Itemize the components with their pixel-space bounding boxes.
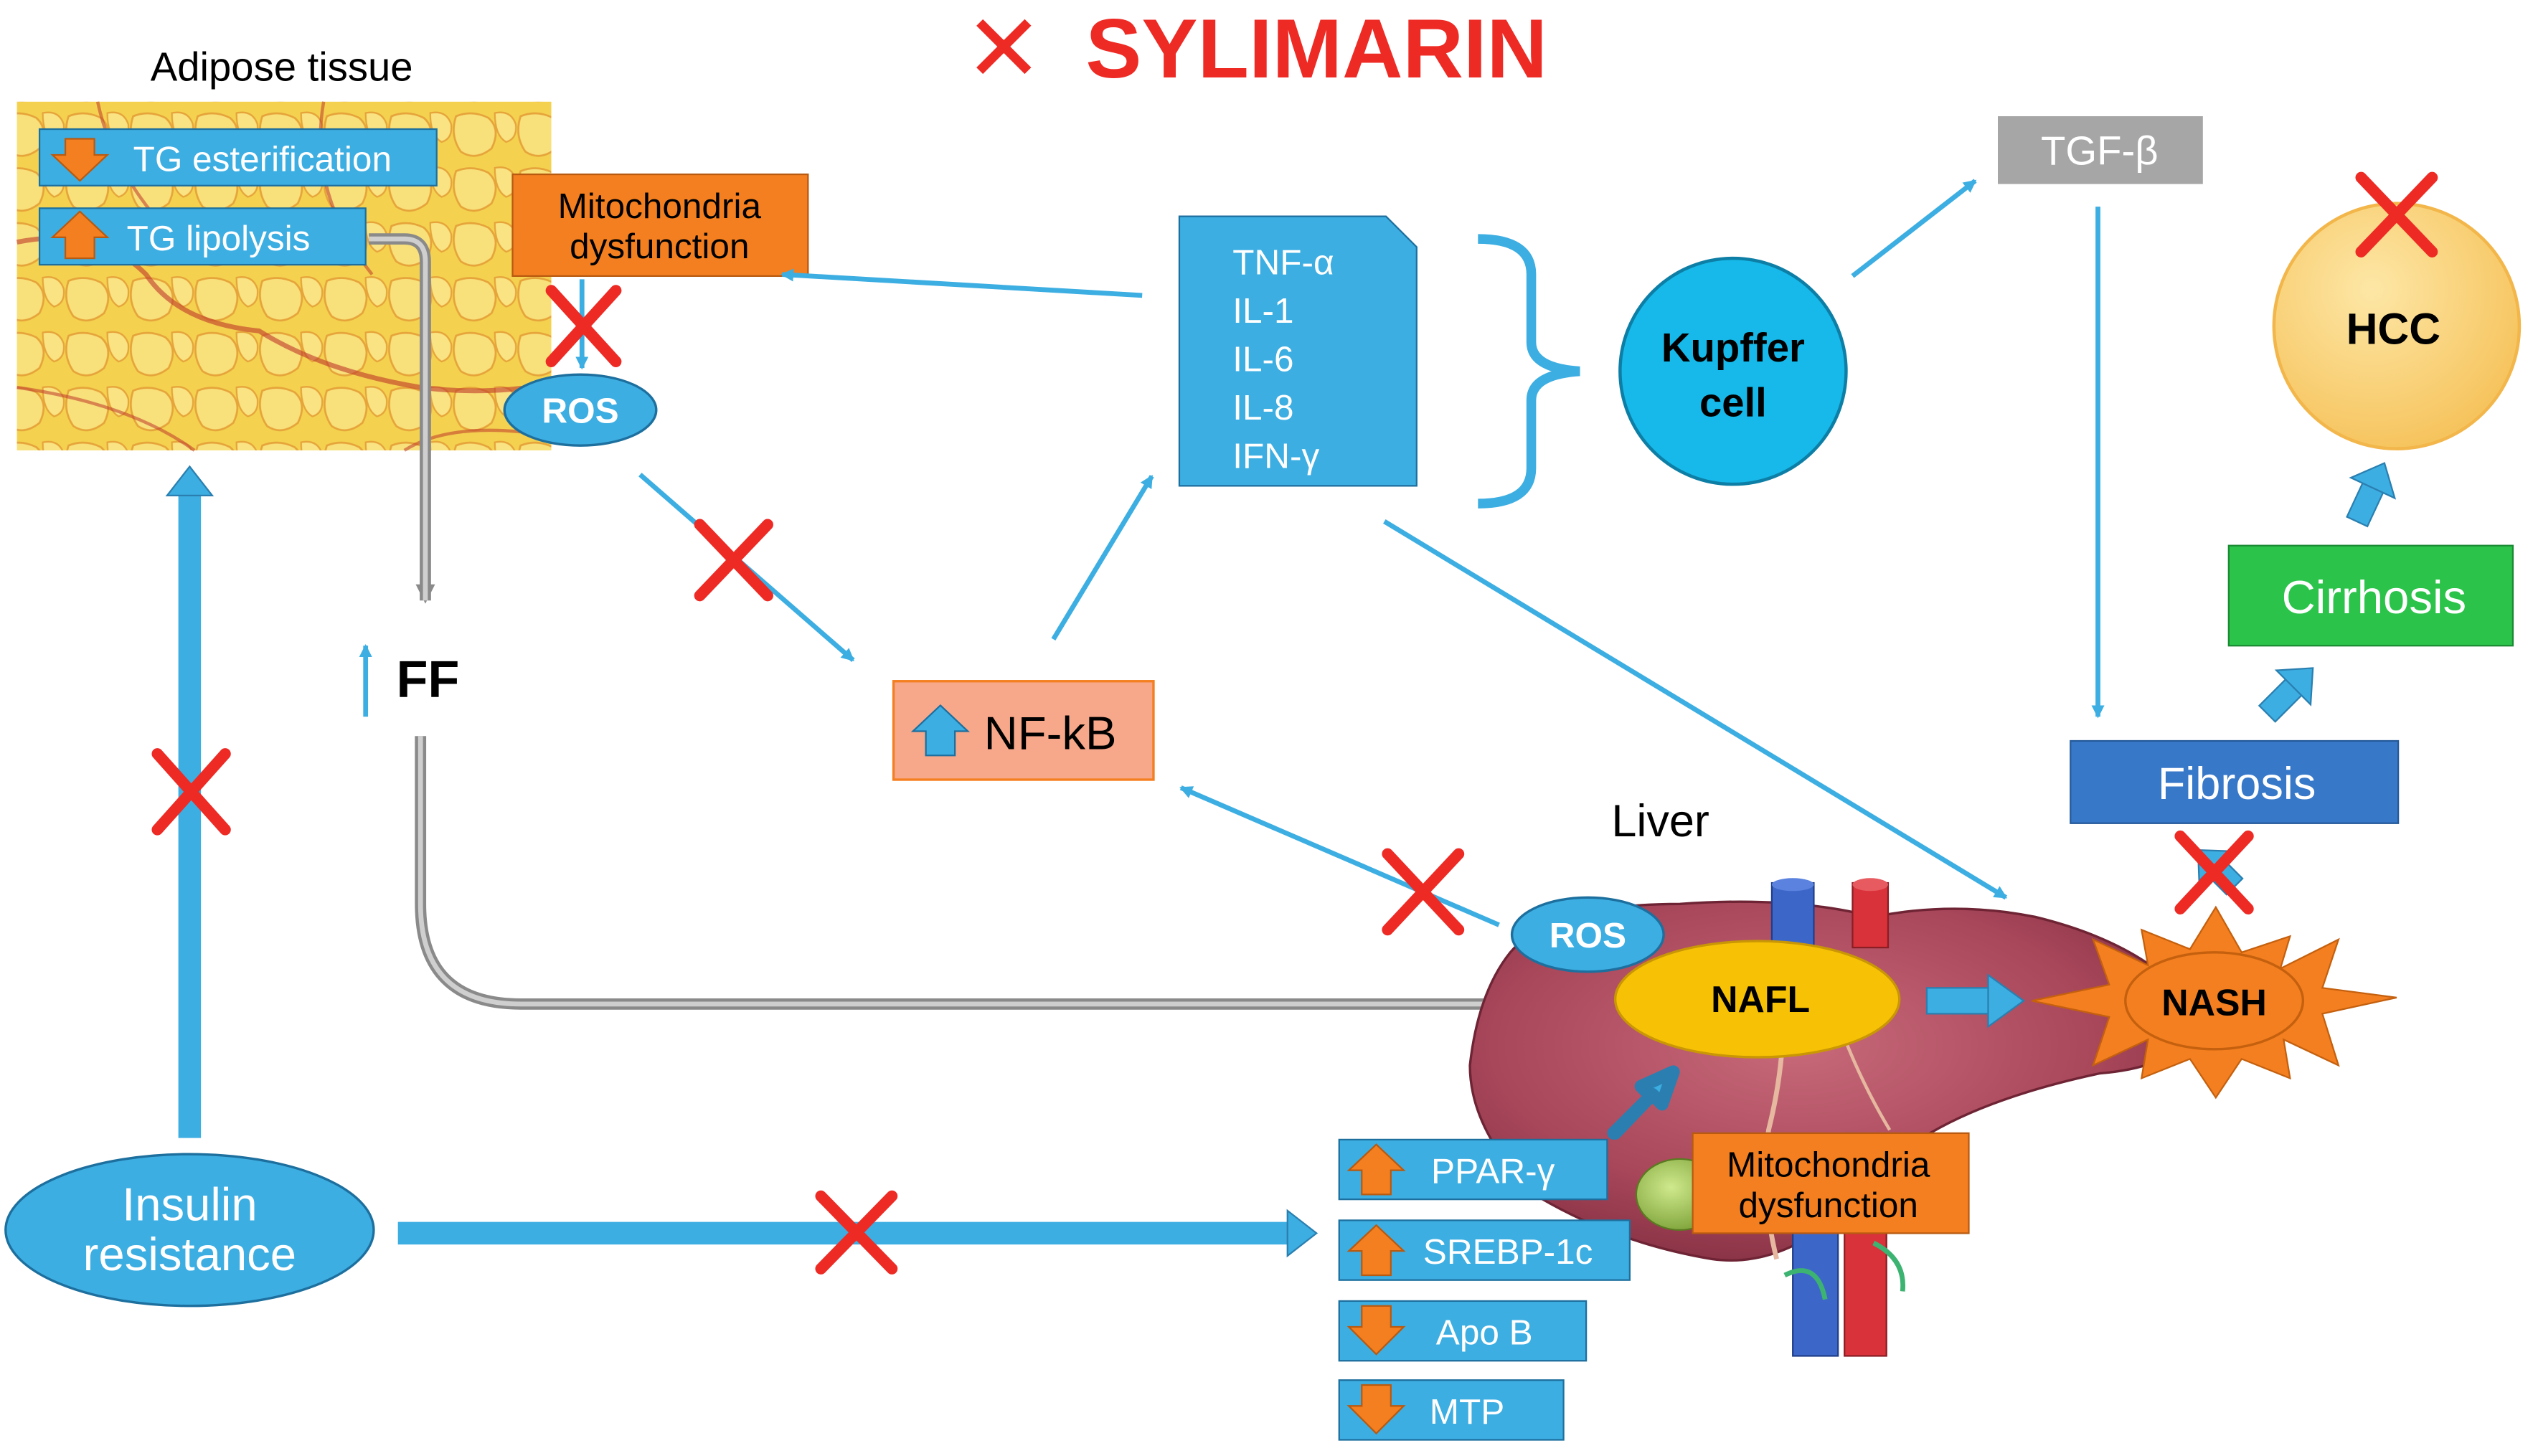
ros-liver-label: ROS xyxy=(1549,916,1626,955)
down-arrow-icon xyxy=(50,138,110,182)
genes-to-nafl-arrow xyxy=(1607,1065,1680,1140)
cross-icon-insulin-genes xyxy=(815,1190,898,1275)
cross-icon-insulin-adipose xyxy=(151,748,231,836)
mitochondria-top-line2: dysfunction xyxy=(570,227,749,266)
tg-esterification-box: TG esterification xyxy=(38,128,438,186)
gene-mtp-label: MTP xyxy=(1430,1392,1505,1432)
gene-srebp-box: SREBP-1c xyxy=(1338,1219,1631,1281)
cross-icon-ros-liver-nfkb xyxy=(1382,848,1465,936)
cirrhosis-to-hcc-arrow xyxy=(2346,462,2397,528)
cytokine-il8: IL-8 xyxy=(1232,388,1293,427)
up-arrow-icon xyxy=(50,210,110,260)
cytokine-to-mito-arrow xyxy=(780,268,1143,298)
nash-node: NASH xyxy=(2032,905,2397,1100)
ff-node: FF xyxy=(359,643,459,717)
mitochondria-liver-line1: Mitochondria xyxy=(1727,1145,1930,1185)
srebp-up-arrow-icon xyxy=(1346,1224,1406,1277)
nfkb-label: NF-kB xyxy=(984,706,1117,759)
nfkb-box: NF-kB xyxy=(892,680,1155,781)
cytokine-ifn: IFN-γ xyxy=(1232,437,1319,476)
gene-mtp-box: MTP xyxy=(1338,1379,1565,1441)
gene-apob-box: Apo B xyxy=(1338,1300,1588,1362)
cross-icon-ros-nfkb xyxy=(694,519,773,602)
nash-label: NASH xyxy=(2161,982,2267,1024)
fibrosis-to-cirrhosis-arrow xyxy=(2258,667,2314,723)
nafl-to-nash-arrow xyxy=(1925,973,2025,1029)
title: ✕ SYLIMARIN xyxy=(965,0,1547,101)
hcc-node: HCC xyxy=(2272,202,2522,450)
gene-ppar-box: PPAR-γ xyxy=(1338,1138,1608,1201)
ros-liver-to-nfkb-arrow xyxy=(1179,785,1500,927)
ff-label: FF xyxy=(396,651,459,709)
kupffer-line2: cell xyxy=(1699,380,1767,425)
adipose-heading: Adipose tissue xyxy=(151,44,413,90)
fibrosis-label: Fibrosis xyxy=(2158,759,2316,809)
mtp-down-arrow-icon xyxy=(1346,1384,1406,1435)
cytokine-il1: IL-1 xyxy=(1232,291,1293,331)
kupffer-cell-node: Kupffer cell xyxy=(1618,256,1848,486)
tg-esterification-label: TG esterification xyxy=(133,140,392,179)
hcc-label: HCC xyxy=(2346,304,2441,353)
tg-lipolysis-box: TG lipolysis xyxy=(38,207,367,266)
cirrhosis-box: Cirrhosis xyxy=(2227,544,2514,647)
lipolysis-to-ff-arrow-inner xyxy=(369,236,428,601)
mitochondria-top-box: Mitochondria dysfunction xyxy=(511,173,809,277)
cytokine-il6: IL-6 xyxy=(1232,340,1293,379)
insulin-line1: Insulin xyxy=(122,1178,258,1230)
ppar-up-arrow-icon xyxy=(1346,1143,1406,1196)
liver-label: Liver xyxy=(1611,796,1709,846)
ros-top-label: ROS xyxy=(542,392,618,431)
tgf-beta-label: TGF-β xyxy=(2041,128,2159,174)
ros-top-node: ROS xyxy=(503,373,658,447)
cross-icon-nash-fibrosis xyxy=(2174,830,2254,914)
cytokine-brace xyxy=(1478,234,1580,509)
inhibition-marks xyxy=(151,171,2438,1275)
ff-to-nafl-arrow-inner xyxy=(418,736,1575,1007)
tg-lipolysis-label: TG lipolysis xyxy=(127,219,311,258)
cross-icon-mito-ros xyxy=(545,285,622,368)
cirrhosis-label: Cirrhosis xyxy=(2282,571,2466,623)
apob-down-arrow-icon xyxy=(1346,1305,1406,1356)
mitochondria-liver-box: Mitochondria dysfunction xyxy=(1692,1132,1970,1234)
insulin-to-adipose-arrowhead xyxy=(165,465,214,497)
tgf-beta-box: TGF-β xyxy=(1998,116,2203,184)
title-text: SYLIMARIN xyxy=(1085,1,1547,95)
nfkb-up-arrow-icon xyxy=(910,704,970,757)
cross-icon-hcc xyxy=(2355,171,2438,257)
nafl-node: NAFL xyxy=(1613,940,1901,1059)
insulin-line2: resistance xyxy=(83,1228,296,1280)
gene-srebp-label: SREBP-1c xyxy=(1423,1232,1593,1272)
cytokine-tnf: TNF-α xyxy=(1232,243,1334,283)
kupffer-to-tgf-arrow xyxy=(1851,179,1977,278)
insulin-resistance-node: Insulin resistance xyxy=(4,1153,375,1308)
thick-arrows xyxy=(165,462,2397,1258)
nafl-label: NAFL xyxy=(1711,978,1810,1020)
thin-arrows xyxy=(638,179,2105,927)
mitochondria-top-line1: Mitochondria xyxy=(558,186,762,226)
fibrosis-box: Fibrosis xyxy=(2070,739,2400,824)
nfkb-to-cytokine-arrow xyxy=(1051,474,1154,640)
insulin-to-genes-arrowhead xyxy=(1286,1209,1319,1258)
cytokine-to-nash-arrow xyxy=(1383,519,2008,900)
gene-apob-label: Apo B xyxy=(1436,1313,1533,1353)
ros-liver-node: ROS xyxy=(1510,896,1665,973)
cytokine-box: TNF-α IL-1 IL-6 IL-8 IFN-γ xyxy=(1178,215,1418,487)
title-cross-icon: ✕ xyxy=(965,0,1043,101)
kupffer-line1: Kupffer xyxy=(1661,325,1805,370)
gene-ppar-label: PPAR-γ xyxy=(1431,1152,1555,1191)
mitochondria-liver-line2: dysfunction xyxy=(1738,1186,1918,1225)
